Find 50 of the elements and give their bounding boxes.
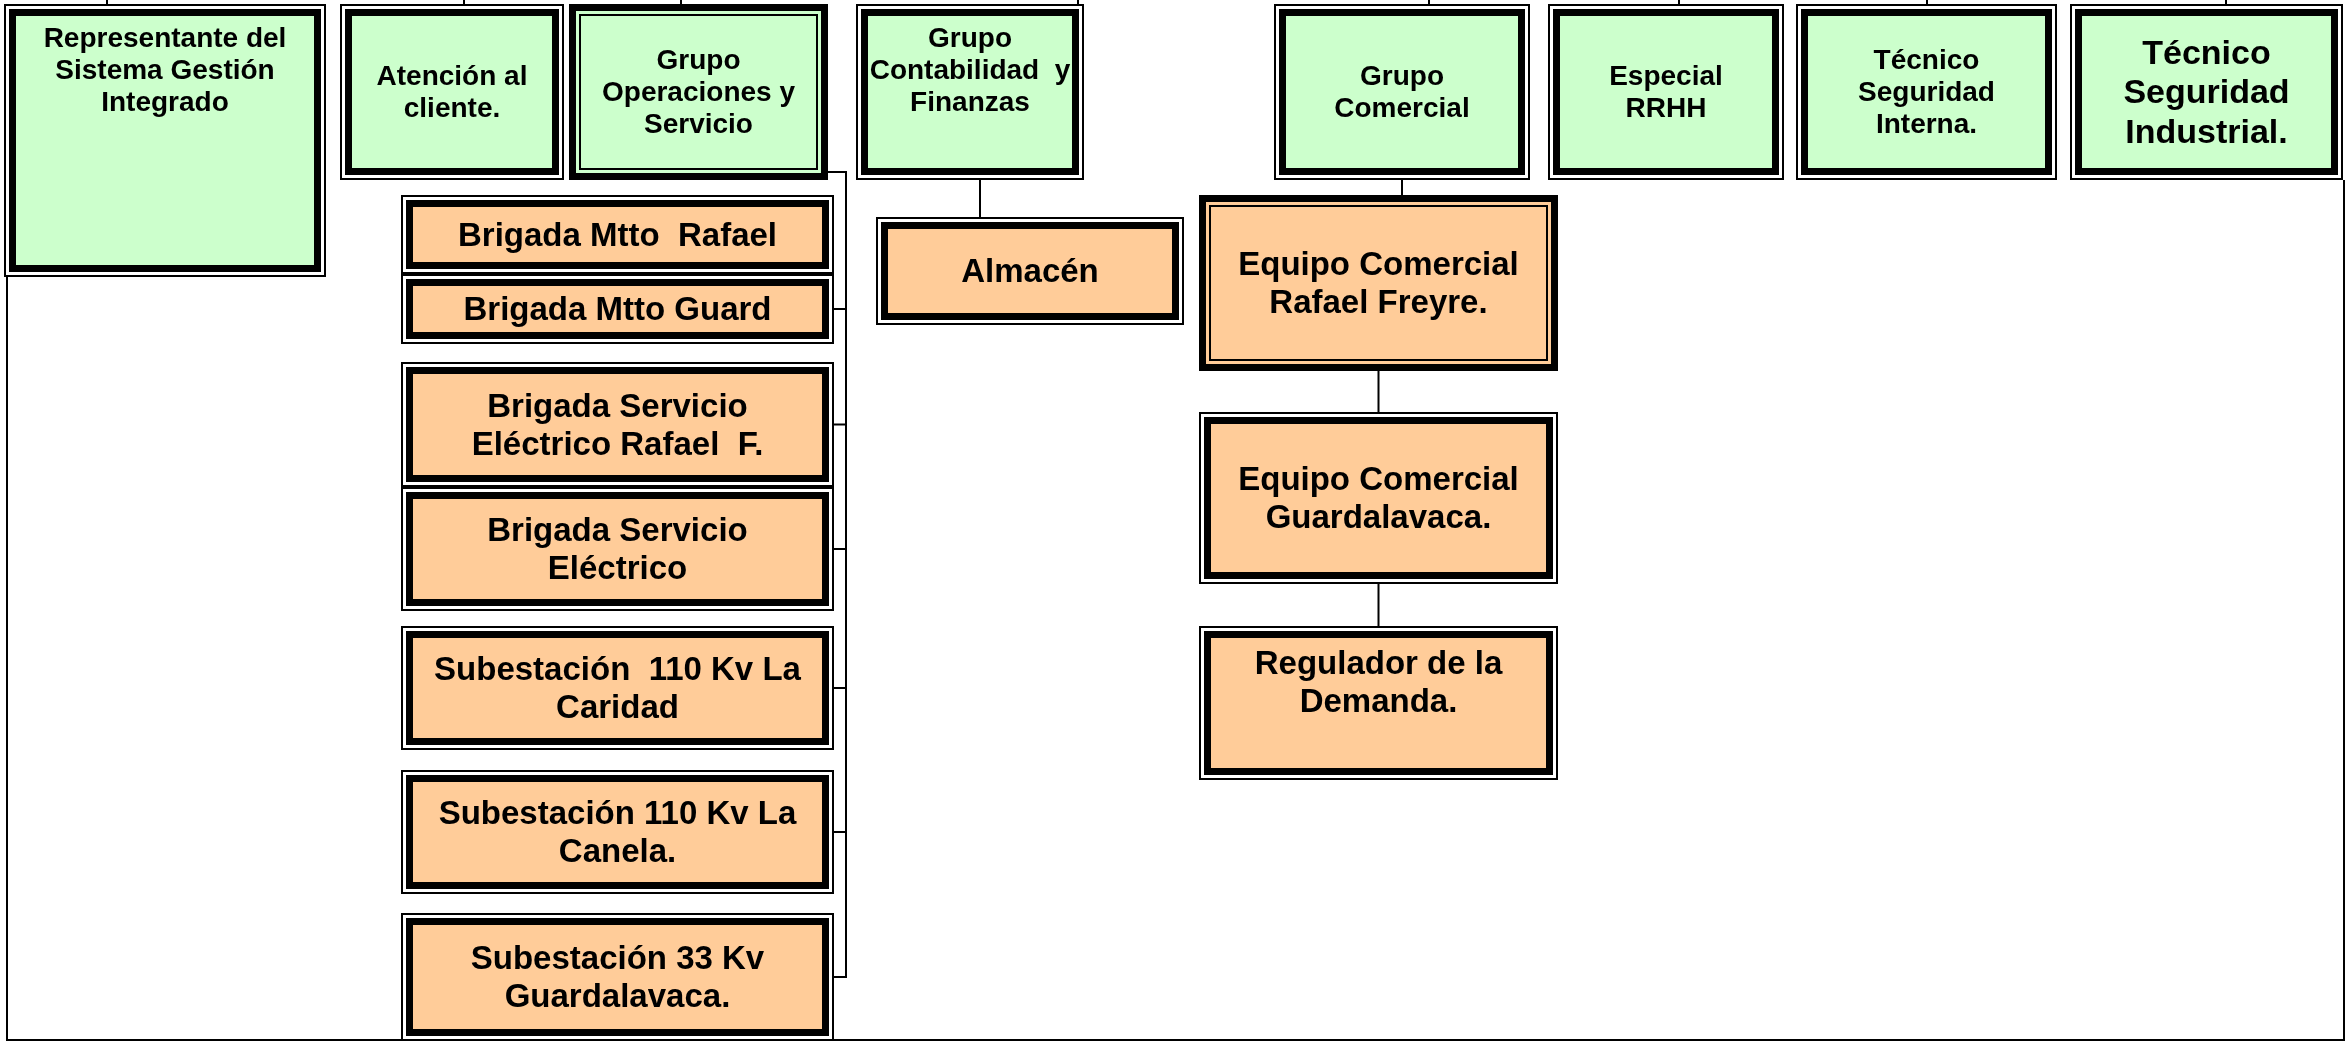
connector-line <box>106 0 108 5</box>
unit-name: Especial RRHH <box>1608 59 1724 125</box>
unit-name: Brigada Mtto Guard <box>463 290 772 328</box>
connector-line <box>1377 583 1380 627</box>
unit-name: Representante del Sistema Gestión Integrado <box>42 22 288 119</box>
unit-name: Técnico Seguridad Industrial. <box>2122 33 2291 151</box>
org-unit-box <box>401 913 834 1041</box>
org-unit-box <box>4 4 326 277</box>
org-unit-box <box>1199 412 1558 584</box>
org-unit-box <box>401 274 834 344</box>
unit-name: Grupo Comercial <box>1333 59 1471 125</box>
org-unit-box <box>876 217 1184 325</box>
org-unit-box <box>340 4 564 180</box>
unit-name: Brigada Servicio Eléctrico <box>486 511 749 587</box>
unit-name: Subestación 110 Kv La Canela. <box>437 794 798 870</box>
unit-name: Equipo Comercial Guardalavaca. <box>1237 460 1520 536</box>
connector-line <box>1926 0 1928 5</box>
connector-line <box>2225 0 2227 5</box>
unit-name: Atención al cliente. <box>375 59 529 125</box>
unit-name: Almacén <box>961 252 1099 290</box>
org-unit-box <box>1796 4 2057 180</box>
org-unit-box <box>401 626 834 750</box>
connector-line <box>1678 0 1680 5</box>
connector-line <box>979 179 981 218</box>
org-unit-box <box>569 4 828 180</box>
unit-name: Subestación 110 Kv La Caridad <box>433 650 802 726</box>
unit-name: Subestación 33 Kv Guardalavaca. <box>469 939 766 1015</box>
org-unit-box <box>856 4 1084 180</box>
connector-line <box>1377 370 1380 413</box>
org-unit-box <box>401 487 834 611</box>
org-unit-box <box>1199 626 1558 780</box>
org-unit-box <box>1274 4 1530 180</box>
unit-name: Grupo Contabilidad y Finanzas <box>868 22 1072 119</box>
connector-line <box>680 0 682 5</box>
connector-line <box>1077 0 1079 5</box>
unit-name: Grupo Operaciones y Servicio <box>601 43 796 141</box>
org-unit-box <box>401 195 834 274</box>
connector-line <box>1428 0 1430 5</box>
org-unit-box <box>2070 4 2343 180</box>
unit-name: Regulador de la Demanda. <box>1253 644 1504 720</box>
org-unit-box <box>401 362 834 487</box>
org-unit-box <box>1548 4 1784 180</box>
unit-name: Brigada Mtto Rafael <box>457 215 777 254</box>
org-unit-box <box>401 770 834 894</box>
org-unit-box <box>1199 195 1558 371</box>
unit-name: Técnico Seguridad Interna. <box>1857 43 1996 141</box>
unit-name: Brigada Servicio Eléctrico Rafael F. <box>470 386 765 463</box>
connector-line <box>1401 179 1403 196</box>
unit-name: Equipo Comercial Rafael Freyre. <box>1237 245 1520 321</box>
connector-line <box>463 0 465 5</box>
